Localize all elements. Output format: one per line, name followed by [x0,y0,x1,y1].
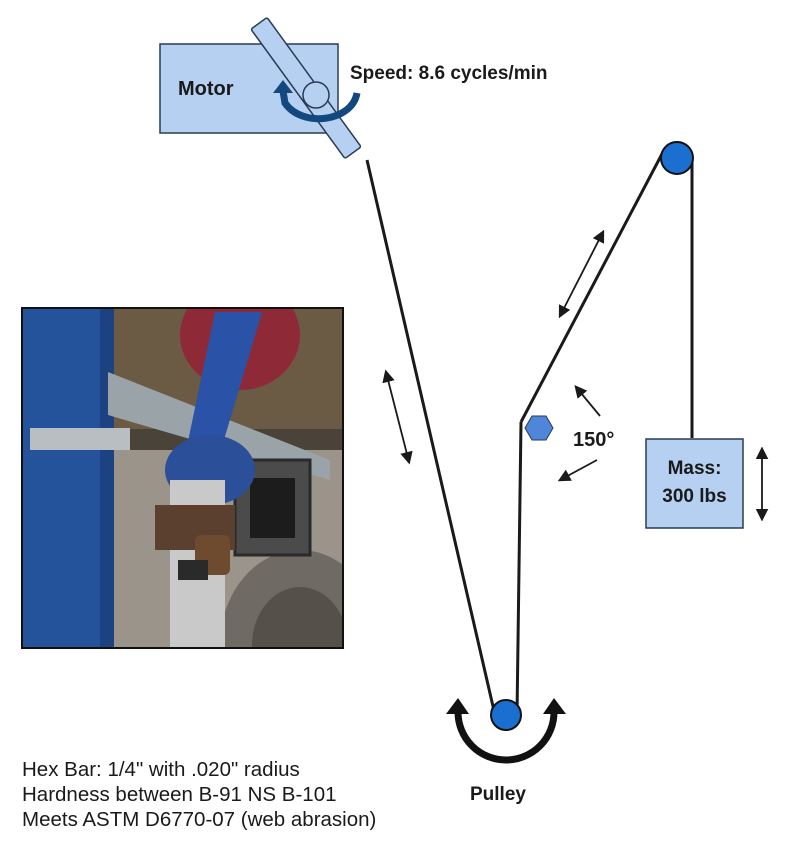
note-line: Hex Bar: 1/4" with .020" radius [22,758,300,781]
angle-arrow-lower-icon [557,459,598,482]
hex-bar-icon [524,415,554,441]
mass-label-line2: 300 lbs [662,486,726,507]
left-span-motion-arrow-icon [382,369,413,465]
mass-box [645,438,744,529]
motor-rotation-arrow-icon [273,80,361,123]
pulley-label: Pulley [470,784,526,805]
angle-arrow-upper-icon [574,385,601,417]
hex-bar-notes: Hex Bar: 1/4" with .020" radius Hardness… [22,757,376,832]
speed-label: Speed: 8.6 cycles/min [350,63,548,84]
pulley-rotation-arrow-icon [446,698,566,764]
note-line: Meets ASTM D6770-07 (web abrasion) [22,808,377,831]
motor-hub [302,81,330,109]
angle-label: 150° [573,429,614,451]
test-rig-photo [21,307,344,649]
mass-label-line1: Mass: [668,458,722,479]
right-span-motion-arrow-icon [558,229,605,319]
note-line: Hardness between B-91 NS B-101 [22,783,337,806]
motor-label: Motor [178,78,234,100]
top-pulley [660,141,694,175]
motion-arrows [382,229,769,522]
bottom-pulley [490,699,522,731]
